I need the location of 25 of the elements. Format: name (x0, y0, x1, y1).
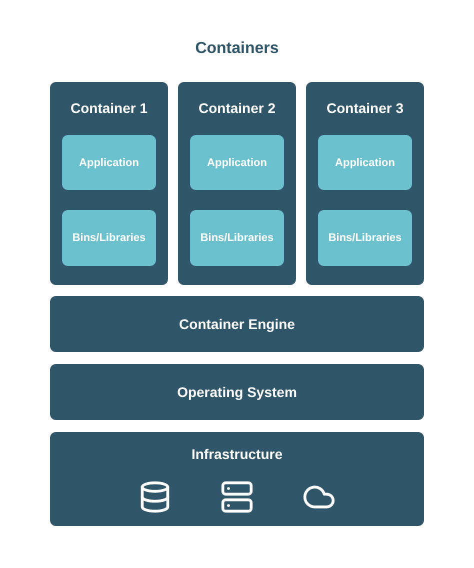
container-heading: Container 3 (326, 100, 404, 116)
box-label: Bins/Libraries (72, 232, 146, 244)
box-label: Infrastructure (191, 446, 283, 462)
container-heading: Container 1 (70, 100, 148, 116)
container-box (306, 82, 424, 285)
layer-band (50, 432, 424, 526)
container-heading: Container 2 (198, 100, 276, 116)
component-box (190, 135, 284, 190)
component-box (318, 210, 412, 266)
container-box (178, 82, 296, 285)
layer-band (50, 296, 424, 352)
box-label: Application (207, 156, 267, 168)
box-label: Application (335, 156, 395, 168)
box-label: Operating System (177, 384, 297, 400)
component-box (318, 135, 412, 190)
component-box (62, 210, 156, 266)
diagram-title: Containers (194, 40, 280, 58)
box-label: Bins/Libraries (328, 232, 402, 244)
box-label: Container Engine (179, 316, 295, 332)
layer-band (50, 364, 424, 420)
box-label: Bins/Libraries (200, 232, 274, 244)
component-box (62, 135, 156, 190)
container-box (50, 82, 168, 285)
component-box (190, 210, 284, 266)
box-label: Application (79, 156, 139, 168)
